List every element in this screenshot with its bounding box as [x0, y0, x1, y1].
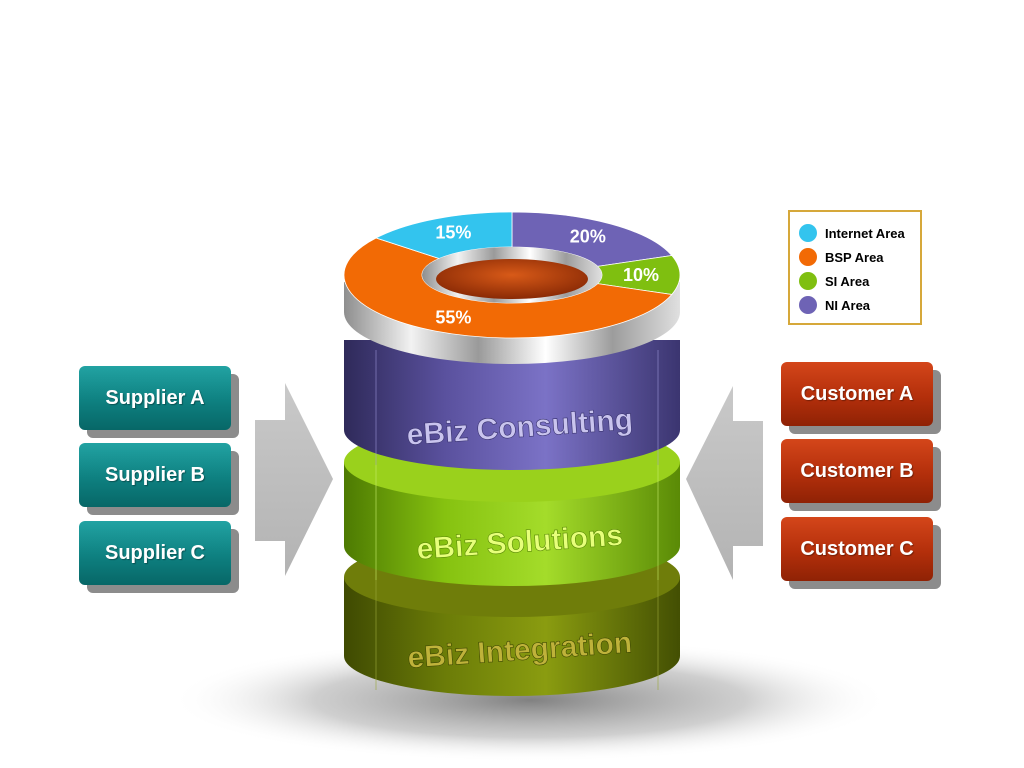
supplier-a-box: Supplier A: [79, 366, 239, 438]
pie-label-si: 10%: [623, 265, 659, 285]
pie-label-internet: 15%: [435, 223, 471, 243]
customer-b-label: Customer B: [781, 439, 933, 503]
customer-a-label: Customer A: [781, 362, 933, 426]
customer-a-box: Customer A: [781, 362, 941, 434]
legend-label-si: SI Area: [825, 273, 870, 289]
right-arrow: [686, 386, 763, 580]
customer-c-box: Customer C: [781, 517, 941, 589]
legend-item-ni: NI Area: [799, 293, 920, 317]
pie-label-bsp: 55%: [435, 307, 471, 327]
pie-chart: 20% 10% 55% 15%: [343, 211, 681, 339]
legend-item-si: SI Area: [799, 269, 920, 293]
customer-c-label: Customer C: [781, 517, 933, 581]
layer-top: [344, 340, 680, 470]
left-arrow: [255, 383, 333, 576]
supplier-a-label: Supplier A: [79, 366, 231, 430]
supplier-b-box: Supplier B: [79, 443, 239, 515]
legend-label-internet: Internet Area: [825, 225, 905, 241]
legend-swatch-si: [799, 272, 817, 290]
legend: Internet Area BSP Area SI Area NI Area: [788, 210, 922, 325]
legend-swatch-ni: [799, 296, 817, 314]
legend-swatch-bsp: [799, 248, 817, 266]
supplier-c-label: Supplier C: [79, 521, 231, 585]
legend-item-bsp: BSP Area: [799, 245, 920, 269]
supplier-c-box: Supplier C: [79, 521, 239, 593]
pie-hole: [436, 259, 588, 299]
legend-item-internet: Internet Area: [799, 221, 920, 245]
pie-label-ni: 20%: [570, 227, 606, 247]
supplier-b-label: Supplier B: [79, 443, 231, 507]
customer-b-box: Customer B: [781, 439, 941, 511]
legend-swatch-internet: [799, 224, 817, 242]
legend-label-bsp: BSP Area: [825, 249, 884, 265]
legend-label-ni: NI Area: [825, 297, 871, 313]
floor-shadow: [170, 638, 890, 762]
